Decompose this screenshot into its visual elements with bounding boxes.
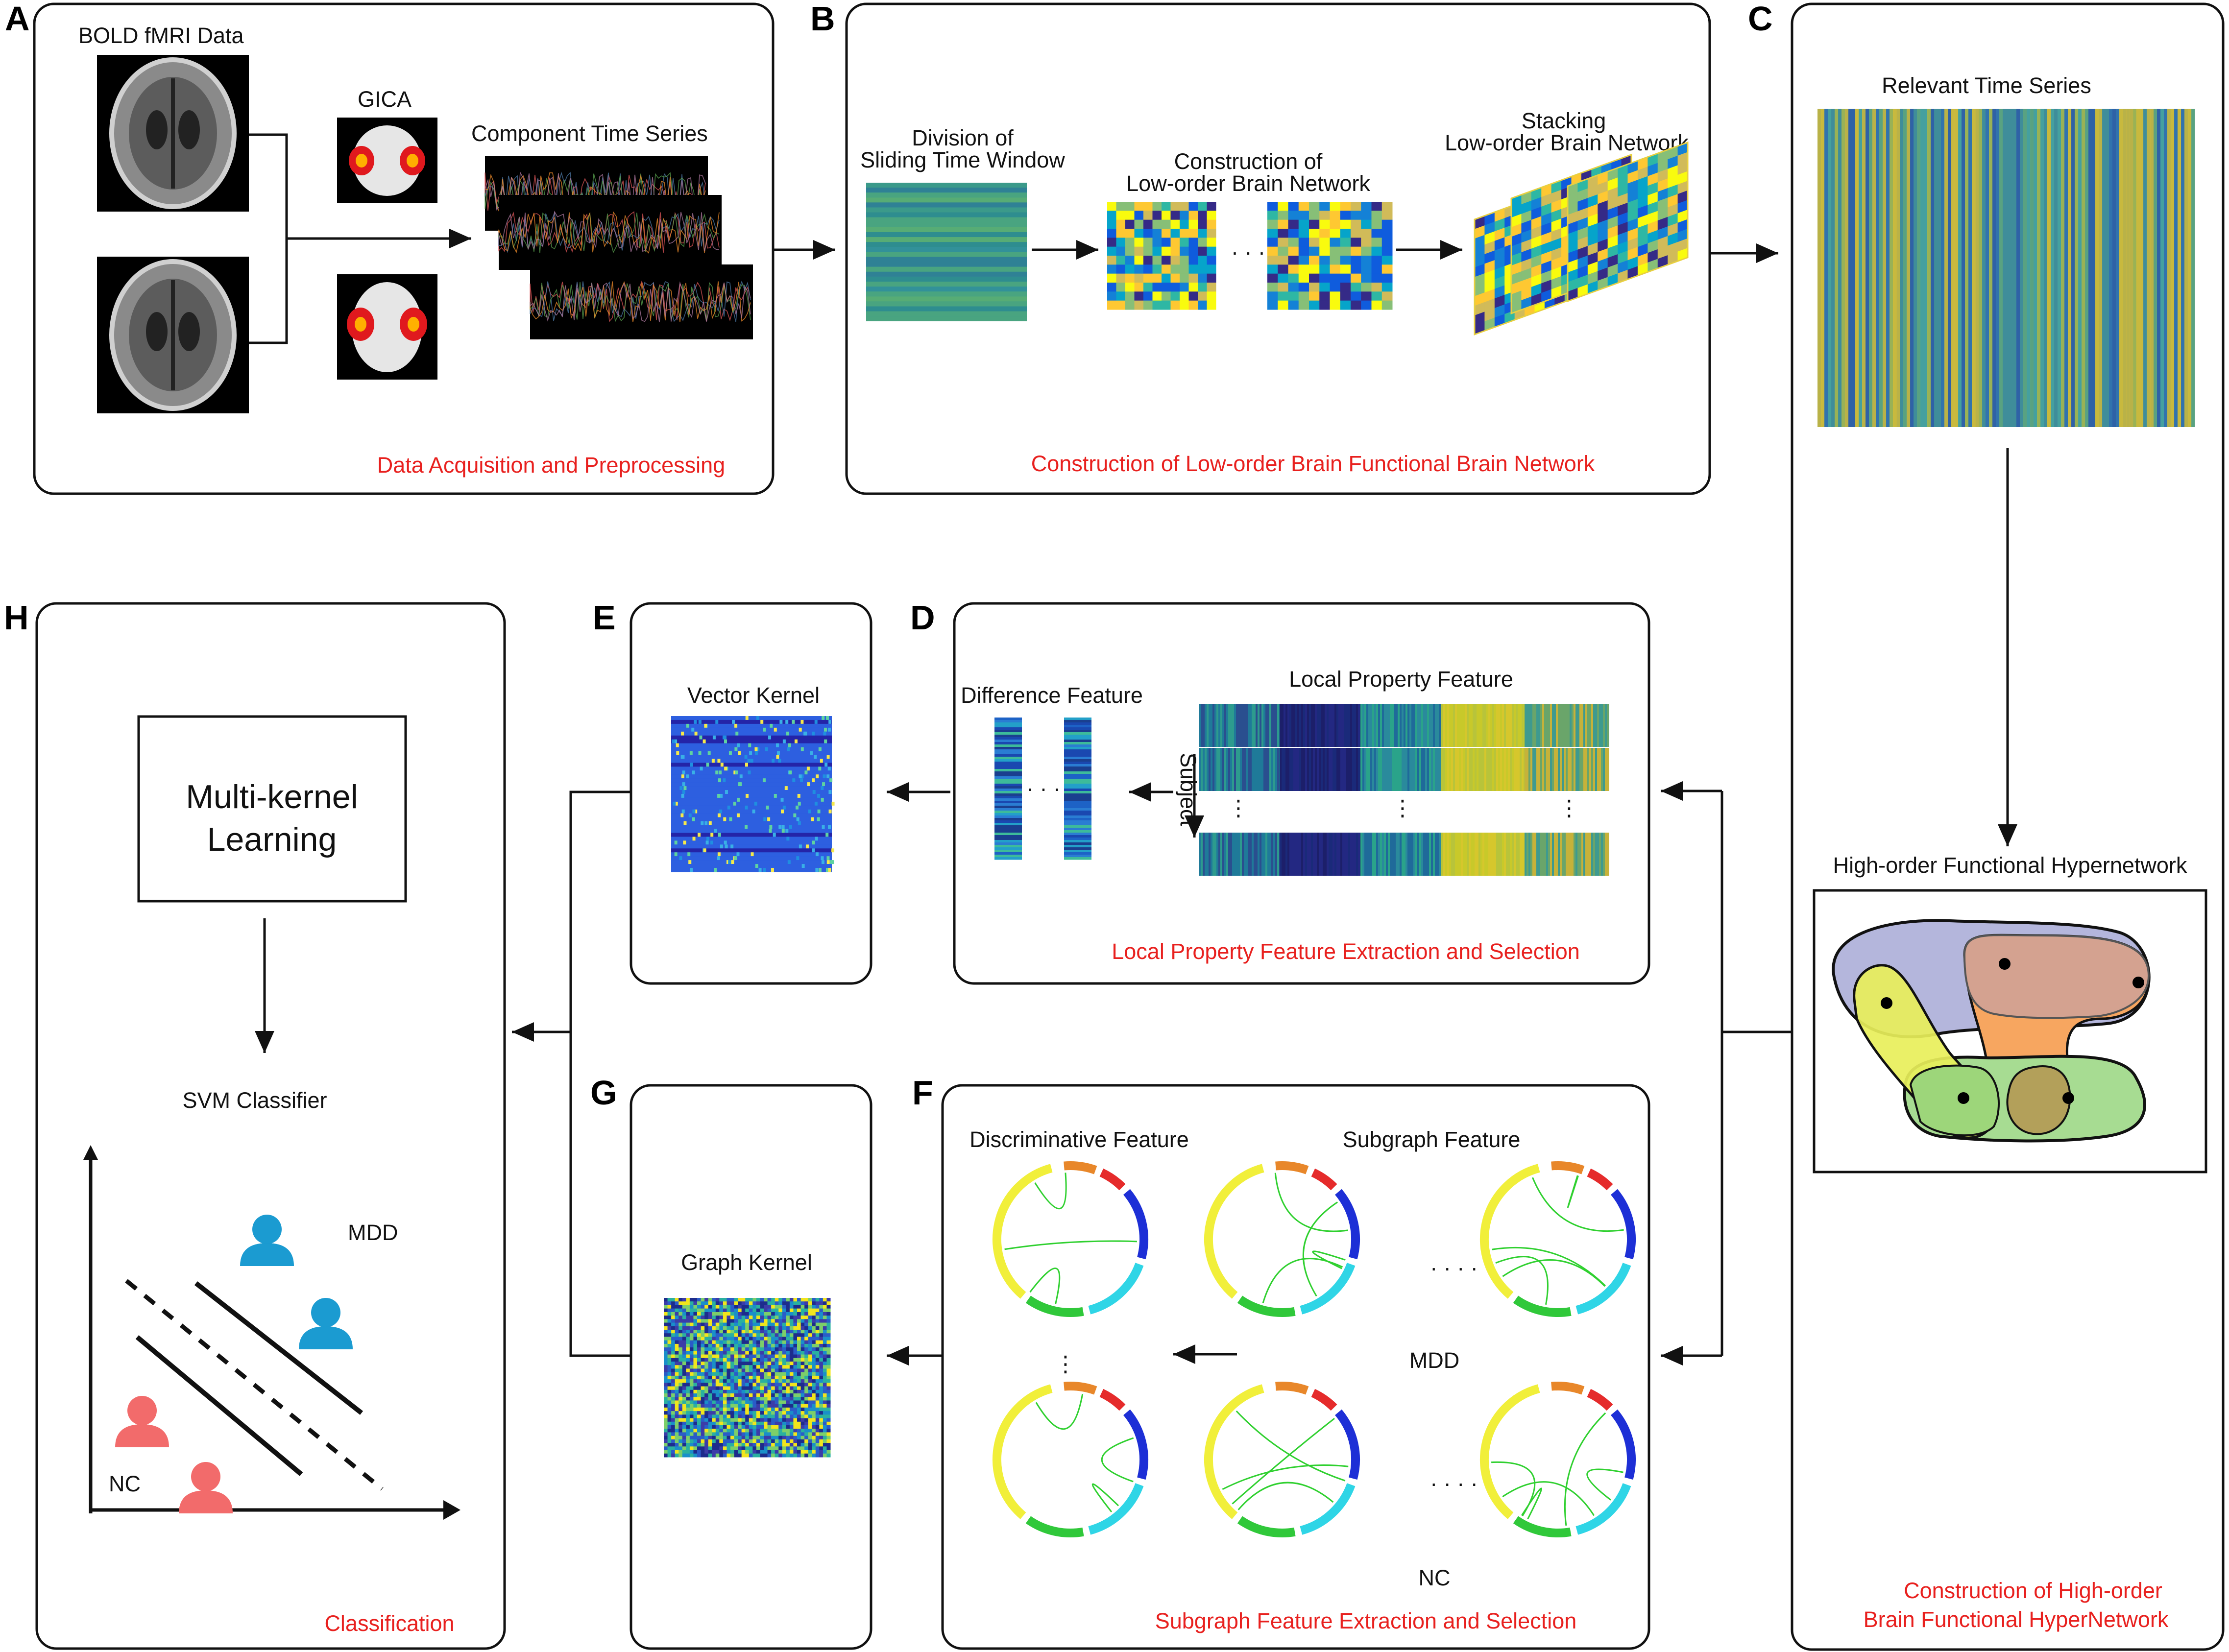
division-label-1: Division of xyxy=(912,125,1014,150)
hyper-node xyxy=(1881,997,1892,1009)
nc-group-label: NC xyxy=(1419,1565,1451,1590)
discriminative-feature-label: Discriminative Feature xyxy=(969,1127,1189,1152)
svm-classifier-label: SVM Classifier xyxy=(182,1088,327,1113)
hyper-node xyxy=(1958,1092,1969,1104)
hyperedge-overlap-left xyxy=(1909,1064,2000,1137)
discriminative-dots: ⋮ xyxy=(1055,1351,1077,1376)
difference-feature-column-1 xyxy=(994,718,1022,860)
construction-label-1: Construction of xyxy=(1174,149,1323,174)
person-icon xyxy=(299,1298,353,1349)
time-series-stack xyxy=(485,156,753,339)
stacking-label-2: Low-order Brain Network xyxy=(1445,130,1689,155)
gica-component-top xyxy=(337,118,437,203)
panel-h-caption: Classification xyxy=(324,1611,454,1636)
svm-y-axis-head xyxy=(83,1145,98,1160)
local-property-matrix-top xyxy=(1199,704,1609,791)
low-order-network-matrix-2 xyxy=(1267,202,1393,310)
svm-x-axis-head xyxy=(443,1500,460,1520)
panel-f-caption: Subgraph Feature Extraction and Selectio… xyxy=(1155,1608,1577,1633)
relevant-series-label: Relevant Time Series xyxy=(1882,73,2091,98)
panel-d-caption: Local Property Feature Extraction and Se… xyxy=(1112,939,1580,964)
chord-diagrams xyxy=(993,1161,1636,1537)
division-label-2: Sliding Time Window xyxy=(860,147,1065,172)
dots-col-1: ⋮ xyxy=(1228,795,1250,820)
dots-col-2: ⋮ xyxy=(1392,795,1414,820)
difference-feature-label: Difference Feature xyxy=(961,683,1143,708)
decision-boundary xyxy=(125,1279,384,1491)
svm-mdd-label: MDD xyxy=(348,1220,398,1245)
panel-c-caption-2: Brain Functional HyperNetwork xyxy=(1864,1607,2169,1632)
panel-b-box xyxy=(845,2,1711,495)
dots-col-3: ⋮ xyxy=(1558,795,1580,820)
person-icon xyxy=(240,1215,294,1266)
component-series-label: Component Time Series xyxy=(471,121,708,146)
gica-component-bottom xyxy=(337,274,437,380)
svm-nc-label: NC xyxy=(109,1471,141,1496)
stacking-label-1: Stacking xyxy=(1522,108,1606,133)
graph-kernel-title: Graph Kernel xyxy=(681,1250,812,1275)
mkl-label-2: Learning xyxy=(207,821,337,858)
sliding-window-matrix xyxy=(866,183,1027,321)
panel-h-box xyxy=(35,602,506,1650)
hyperedge-overlap-right xyxy=(2006,1065,2071,1135)
vector-kernel-matrix xyxy=(671,716,835,872)
panel-d-box xyxy=(953,602,1650,985)
panel-e-box xyxy=(630,602,872,985)
connector-kernels xyxy=(569,790,631,1357)
margin-line-lower xyxy=(135,1335,303,1476)
panel-letter-g: G xyxy=(590,1074,617,1112)
mkl-box xyxy=(137,715,407,903)
person-icon xyxy=(179,1462,233,1513)
bold-fmri-label: BOLD fMRI Data xyxy=(78,23,244,48)
panel-f-box xyxy=(941,1084,1650,1650)
brain-mri-top xyxy=(97,55,249,212)
panel-g-box xyxy=(630,1084,872,1650)
panel-letter-c: C xyxy=(1748,0,1773,38)
hypernetwork-label: High-order Functional Hypernetwork xyxy=(1833,853,2187,878)
panel-letter-f: F xyxy=(912,1074,933,1112)
network-dots: · · · xyxy=(1231,239,1265,264)
panel-c-box xyxy=(1791,2,2225,1651)
hyper-node xyxy=(2062,1092,2074,1104)
low-order-network-matrix-1 xyxy=(1107,202,1216,310)
hyperedge-brown xyxy=(1963,934,2150,1019)
brain-mri-bottom xyxy=(97,257,249,413)
subgraph-dots-bottom: · · · · xyxy=(1430,1471,1478,1496)
bracket-line xyxy=(249,133,288,344)
local-property-matrix-bottom xyxy=(1199,833,1609,876)
panel-letter-h: H xyxy=(4,599,29,637)
relevant-time-series-matrix xyxy=(1817,109,2195,427)
local-property-label: Local Property Feature xyxy=(1289,667,1513,692)
difference-feature-column-2 xyxy=(1064,718,1091,860)
mdd-group-label: MDD xyxy=(1409,1348,1459,1373)
panel-c-caption-1: Construction of High-order xyxy=(1904,1578,2162,1603)
vector-kernel-title: Vector Kernel xyxy=(687,683,820,708)
mkl-label-1: Multi-kernel xyxy=(186,778,358,815)
panel-b-caption: Construction of Low-order Brain Function… xyxy=(1031,451,1595,476)
stacked-network-matrices xyxy=(1474,141,1689,336)
person-icon xyxy=(115,1396,169,1447)
subgraph-dots-top: · · · · xyxy=(1430,1255,1478,1280)
subgraph-feature-label: Subgraph Feature xyxy=(1343,1127,1521,1152)
graph-kernel-matrix xyxy=(664,1298,831,1458)
subject-label: Subject xyxy=(1176,753,1201,827)
svm-plot xyxy=(83,1145,460,1520)
hyper-node xyxy=(1999,958,2011,970)
panel-letter-a: A xyxy=(5,0,30,38)
panel-letter-e: E xyxy=(593,599,616,637)
panel-letter-d: D xyxy=(910,599,935,637)
gica-label: GICA xyxy=(358,87,412,112)
hyper-node xyxy=(2132,977,2144,988)
difference-dots: · · · xyxy=(1026,776,1061,801)
panel-letter-b: B xyxy=(810,0,835,38)
hypernetwork-drawing xyxy=(1832,919,2151,1143)
panel-a-caption: Data Acquisition and Preprocessing xyxy=(377,453,725,478)
construction-label-2: Low-order Brain Network xyxy=(1126,171,1370,196)
margin-line-upper xyxy=(194,1281,363,1415)
